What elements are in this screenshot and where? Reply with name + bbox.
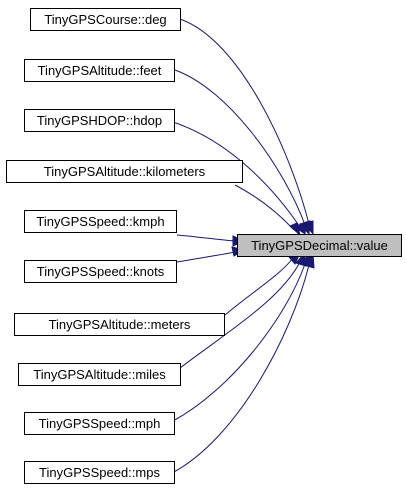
- caller-label: TinyGPSSpeed::mps: [39, 465, 160, 480]
- caller-label: TinyGPSAltitude::kilometers: [44, 164, 206, 179]
- edges: [169, 18, 310, 474]
- arrowhead: [303, 252, 315, 269]
- caller-label: TinyGPSSpeed::kmph: [36, 214, 164, 229]
- edge-knots: [176, 251, 236, 263]
- caller-label: TinyGPSHDOP::hdop: [37, 113, 162, 128]
- caller-label: TinyGPSAltitude::feet: [38, 63, 162, 78]
- caller-node[interactable]: TinyGPSAltitude::meters: [14, 313, 225, 336]
- caller-node[interactable]: TinyGPSSpeed::kmph: [24, 210, 177, 233]
- arrowhead: [293, 221, 307, 235]
- caller-node[interactable]: TinyGPSAltitude::feet: [24, 59, 175, 82]
- edge-kmph: [176, 234, 236, 242]
- caller-label: TinyGPSSpeed::knots: [37, 264, 165, 279]
- edge-mps: [171, 264, 310, 474]
- caller-node[interactable]: TinyGPSCourse::deg: [30, 8, 181, 31]
- target-node[interactable]: TinyGPSDecimal::value: [237, 234, 402, 257]
- edge-feet: [174, 69, 306, 226]
- caller-node[interactable]: TinyGPSAltitude::miles: [18, 363, 181, 386]
- edge-meters: [224, 257, 294, 316]
- arrowhead: [289, 222, 301, 237]
- caller-node[interactable]: TinyGPSSpeed::mph: [24, 412, 175, 435]
- caller-label: TinyGPSSpeed::mph: [39, 416, 161, 431]
- target-label: TinyGPSDecimal::value: [251, 238, 388, 253]
- edge-deg: [179, 18, 310, 225]
- caller-node[interactable]: TinyGPSSpeed::knots: [24, 260, 177, 283]
- edge-miles: [179, 261, 301, 369]
- edge-kilometers: [234, 184, 295, 231]
- caller-label: TinyGPSAltitude::meters: [49, 317, 191, 332]
- caller-node[interactable]: TinyGPSAltitude::kilometers: [6, 160, 243, 183]
- caller-node[interactable]: TinyGPSHDOP::hdop: [24, 109, 175, 132]
- edge-mph: [172, 263, 306, 422]
- caller-label: TinyGPSAltitude::miles: [33, 367, 166, 382]
- edge-hdop: [169, 120, 301, 228]
- caller-node[interactable]: TinyGPSSpeed::mps: [24, 461, 175, 484]
- caller-label: TinyGPSCourse::deg: [44, 12, 166, 27]
